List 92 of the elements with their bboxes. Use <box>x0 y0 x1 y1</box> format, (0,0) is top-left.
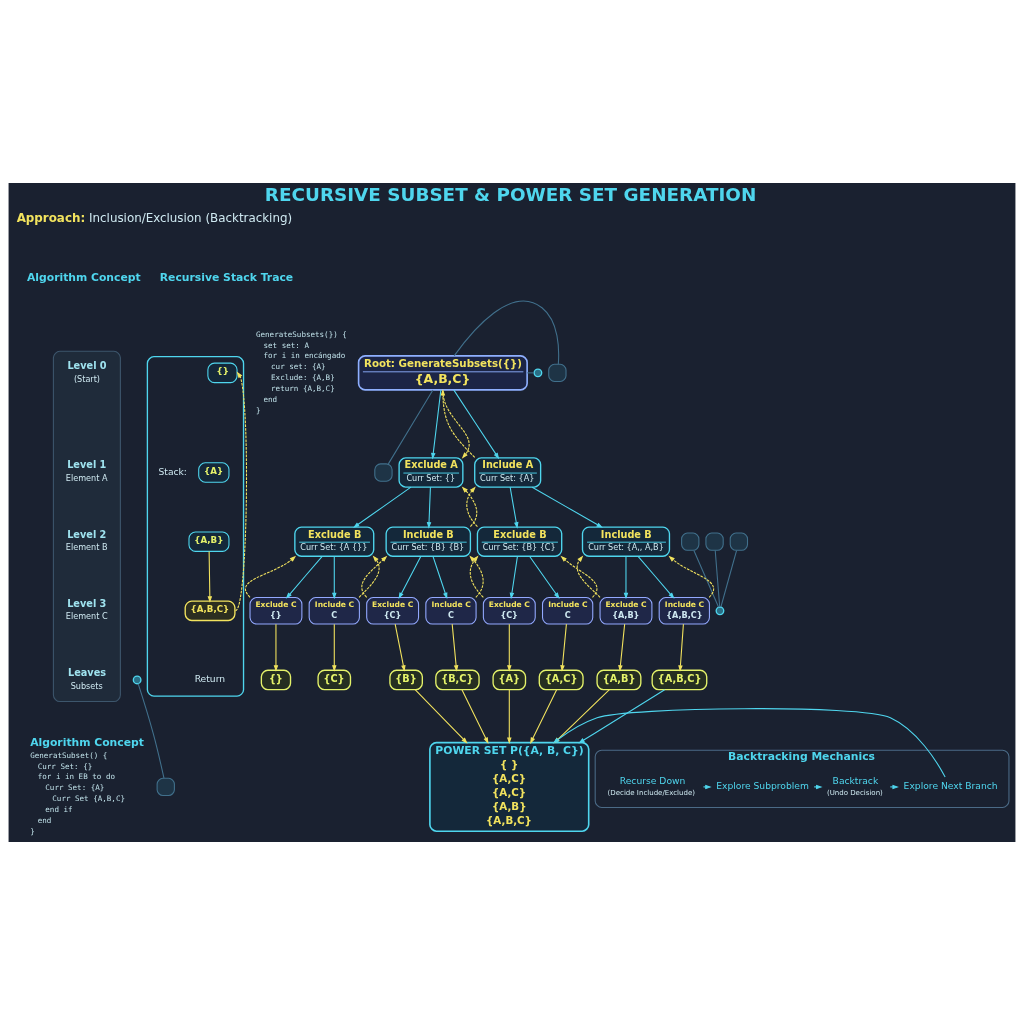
arrow <box>618 623 626 672</box>
arrow <box>576 555 601 598</box>
arrow <box>531 486 603 528</box>
node-box: Exclude B Curr Set: {B} {C} <box>476 525 563 557</box>
arrow <box>469 555 484 598</box>
arrow <box>678 623 684 672</box>
connector <box>137 682 165 779</box>
node-box <box>548 363 567 382</box>
arrow <box>702 784 712 789</box>
node-text: Explore Next Branch <box>903 779 998 791</box>
arrow <box>453 388 500 459</box>
node-box: {B} <box>389 669 423 690</box>
arrow <box>813 784 823 789</box>
node-box <box>729 532 749 551</box>
node-circle <box>715 605 725 615</box>
node-text: Level 0 (Start) <box>67 359 107 384</box>
node-box: Exclude B Curr Set: {A {}} <box>294 525 375 557</box>
arrow <box>440 388 476 458</box>
arrow <box>398 555 422 599</box>
arrow <box>361 555 388 598</box>
node-box: {A} <box>198 461 230 483</box>
node-box <box>681 532 700 551</box>
arrow <box>637 555 675 599</box>
arrow <box>560 555 598 598</box>
arrow <box>207 550 213 603</box>
node-text: Level 3 Element C <box>65 597 108 621</box>
connector <box>526 371 535 373</box>
arrow <box>358 555 380 598</box>
node-text: Level 2 Element B <box>65 528 108 552</box>
label: Algorithm Concept <box>26 270 141 284</box>
node-box: {A,B,C} <box>651 669 708 690</box>
arrow <box>394 623 406 672</box>
node-text: Level 1 Element A <box>65 458 108 483</box>
node-box: Exclude A Curr Set: {} <box>398 456 464 488</box>
node-box <box>374 462 393 482</box>
connector <box>714 549 721 607</box>
connector <box>453 300 560 365</box>
node-box: {B,C} <box>435 669 480 690</box>
arrow <box>414 688 468 744</box>
arrow <box>668 555 715 598</box>
node-circle <box>533 367 543 377</box>
arrow <box>623 555 629 599</box>
node-box: Include A Curr Set: {A} <box>474 456 542 488</box>
arrow <box>578 688 666 743</box>
arrow <box>466 485 478 527</box>
diagram-title: RECURSIVE SUBSET & POWER SET GENERATION <box>264 183 757 205</box>
node-box: {A} <box>492 669 527 690</box>
arrow <box>529 555 560 599</box>
arrow <box>507 623 512 672</box>
arrow <box>461 485 478 527</box>
arrow <box>234 371 248 611</box>
node-box: Include B Curr Set: {A,, A,B} <box>581 525 671 557</box>
node-label: Stack: <box>158 465 187 477</box>
node-label: Return <box>194 672 226 684</box>
arrow <box>509 555 518 599</box>
arrow <box>273 623 279 672</box>
connector <box>387 388 434 464</box>
node-box: {} <box>207 362 238 383</box>
connector <box>693 549 720 608</box>
arrow <box>451 623 459 672</box>
node-circle <box>132 675 142 684</box>
node-text: Leaves Subsets <box>67 666 107 691</box>
arrow <box>461 688 489 744</box>
arrow <box>560 623 567 672</box>
node-box: {A,B,C} <box>184 599 236 621</box>
node-box: Include B Curr Set: {B} {B} <box>385 525 472 557</box>
node-box: {} <box>260 669 292 690</box>
node-box <box>705 532 724 551</box>
node-box: {A,B} <box>596 669 642 690</box>
node-box: {C} <box>317 669 352 690</box>
node-text: Explore Subproblem <box>716 779 809 791</box>
node-box <box>156 777 175 796</box>
connector <box>720 549 738 608</box>
arrow <box>432 555 448 599</box>
node-box: {A,B} <box>188 530 230 552</box>
arrow <box>442 389 470 459</box>
arrow <box>426 486 432 529</box>
label: Recursive Stack Trace <box>159 270 294 284</box>
label: Algorithm Concept <box>30 735 144 749</box>
arrow <box>244 555 297 598</box>
node-box: {A,C} <box>538 669 584 690</box>
node-box: Root: GenerateSubsets({}) {A,B,C} <box>357 354 528 391</box>
arrow <box>889 784 899 789</box>
arrow <box>285 555 323 599</box>
node-box: POWER SET P({A, B, C}) { } {A,C} {A,C} {A,B} {A,B,C} <box>429 741 590 832</box>
arrow <box>332 623 337 672</box>
arrow <box>431 388 442 459</box>
arrow <box>352 486 412 528</box>
arrow <box>332 555 337 599</box>
arrow <box>507 688 512 744</box>
label: Approach: Inclusion/Exclusion (Backtracking) <box>16 210 293 225</box>
arrow <box>509 486 519 529</box>
